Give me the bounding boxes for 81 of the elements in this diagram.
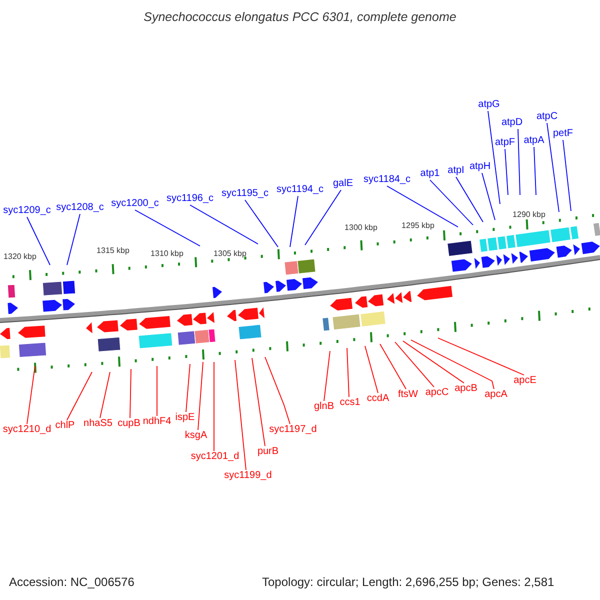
gene-label: syc1209_c [3, 205, 51, 217]
scale-label: 1305 kbp [214, 249, 246, 259]
leader-line [386, 186, 458, 228]
footer-text: Topology: circular; Length: 2,696,255 bp; Genes: 2,581 [262, 575, 554, 589]
gene-label: nhaS5 [84, 418, 112, 430]
leader-line [430, 180, 474, 226]
gene-label: syc1201_d [190, 451, 240, 463]
leader-line [380, 344, 406, 390]
leader-line [66, 214, 80, 266]
gene-label: atpC [536, 111, 558, 123]
gene-label: syc1210_d [2, 424, 52, 436]
gene-label: apcC [425, 387, 449, 399]
gene-label: apcB [454, 383, 478, 395]
leader-line [518, 128, 520, 196]
leader-line [456, 176, 484, 222]
gene-label: ccdA [366, 393, 390, 405]
scale-label: 1320 kbp [4, 252, 36, 262]
leader-line [546, 122, 560, 212]
leader-line [290, 196, 298, 248]
gene-label: ftsW [398, 389, 418, 401]
gene-label: ispE [175, 412, 195, 424]
leader-line [438, 338, 524, 376]
leader-line [252, 358, 266, 446]
leader-line [402, 340, 464, 384]
leader-line [346, 348, 350, 398]
gene-label: purB [257, 446, 279, 458]
gene-label: apcA [484, 389, 508, 401]
leader-line [26, 216, 50, 266]
leader-line [534, 146, 536, 196]
leader-line [488, 110, 500, 204]
scale-label: 1315 kbp [96, 246, 130, 256]
gene-label: atpF [495, 137, 515, 149]
gene-label: ccs1 [340, 397, 360, 409]
gene-label: atpD [501, 117, 523, 129]
gene-label: ndhF4 [142, 416, 172, 428]
gene-label: syc1195_c [221, 188, 269, 200]
scale-label: 1295 kbp [402, 221, 434, 231]
gene-label: syc1200_c [111, 198, 159, 210]
leader-line [234, 360, 246, 470]
gene-label: glnB [314, 401, 334, 413]
gene-label: atpA [524, 135, 544, 147]
gene-label: apcE [514, 375, 536, 387]
gene-label: galE [333, 178, 353, 190]
leader-line [156, 366, 158, 416]
gene-label: atpI [448, 165, 464, 177]
gene-label: petF [553, 128, 573, 140]
leader-line [244, 200, 278, 248]
leader-line [482, 172, 496, 220]
scale-label: 1290 kbp [512, 210, 546, 220]
gene-label: syc1194_c [276, 184, 324, 196]
gene-label: atp1 [420, 168, 440, 180]
gene-label: syc1184_c [363, 174, 411, 186]
leader-line [198, 362, 204, 430]
leader-line [562, 140, 572, 212]
leader-line [394, 342, 434, 388]
leader-line [134, 210, 200, 246]
leader-line [304, 190, 342, 246]
gene-label: syc1199_d [224, 470, 272, 482]
gene-label: atpH [469, 161, 491, 173]
leader-line [410, 340, 494, 390]
leader-line [100, 372, 110, 418]
gene-label: syc1197_d [269, 424, 317, 436]
leader-line [364, 346, 378, 394]
gene-label: ksgA [184, 430, 208, 442]
gene-label: chlP [55, 420, 75, 432]
leader-line [504, 148, 508, 196]
leader-line [186, 364, 190, 412]
scale-label: 1310 kbp [150, 249, 184, 259]
leader-line [130, 368, 132, 418]
scale-label: 1300 kbp [344, 223, 378, 233]
footer-text: Accession: NC_006576 [9, 575, 134, 589]
gene-label: syc1208_c [56, 202, 104, 214]
leader-line [66, 372, 92, 420]
leader-line [26, 366, 36, 424]
leader-line [264, 356, 290, 424]
gene-label: atpG [478, 99, 500, 111]
leader-line [190, 204, 258, 244]
gene-label: cupB [118, 418, 140, 430]
leader-line [324, 350, 330, 402]
gene-label: syc1196_c [166, 193, 214, 205]
title: Synechococcus elongatus PCC 6301, complete genome [142, 10, 458, 24]
